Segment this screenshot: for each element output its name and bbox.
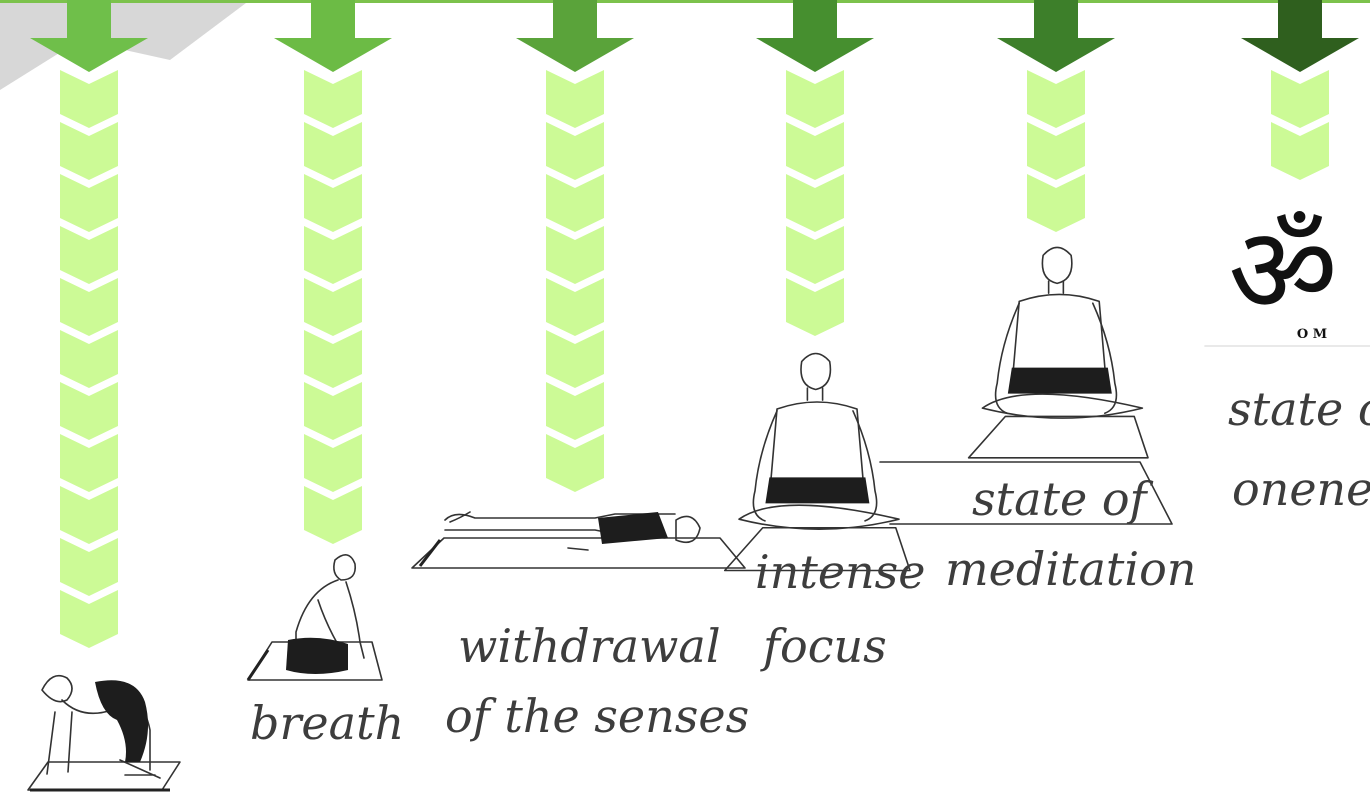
chevron-segment	[786, 174, 844, 232]
label-focus: focus	[763, 617, 887, 675]
arrow-column-6	[1241, 0, 1359, 180]
arrow-head	[997, 0, 1115, 72]
chevron-segment	[546, 70, 604, 128]
arrow-column-5	[997, 0, 1115, 232]
chevron-segment	[304, 486, 362, 544]
chevron-segment	[546, 330, 604, 388]
chevron-segment	[60, 330, 118, 388]
chevron-segment	[60, 538, 118, 596]
top-bar	[0, 0, 1370, 3]
arrow-head	[756, 0, 874, 72]
chevron-segment	[546, 278, 604, 336]
chevron-segment	[546, 226, 604, 284]
label-state-of-oneness: state of	[1228, 380, 1370, 438]
arrow-column-2	[274, 0, 392, 544]
arrow-head	[516, 0, 634, 72]
chevron-segment	[786, 278, 844, 336]
chevron-segment	[1271, 70, 1329, 128]
chevron-segment	[1271, 122, 1329, 180]
arrow-head	[274, 0, 392, 72]
svg-text:ॐ: ॐ	[1228, 202, 1337, 341]
label-meditation: meditation	[945, 540, 1196, 598]
seated-meditation-figure	[969, 247, 1148, 457]
chevron-segment	[60, 382, 118, 440]
lying-down-figure	[412, 512, 745, 568]
chevron-segment	[546, 174, 604, 232]
chevron-segment	[304, 330, 362, 388]
arrow-column-3	[516, 0, 634, 492]
arrow-column-4	[756, 0, 874, 336]
kneeling-breath-figure	[248, 555, 382, 680]
chevron-segment	[304, 278, 362, 336]
chevron-segment	[304, 174, 362, 232]
chevron-segment	[786, 122, 844, 180]
chevron-segment	[304, 382, 362, 440]
chevron-segment	[60, 174, 118, 232]
arrow-head	[1241, 0, 1359, 72]
label-withdrawal: withdrawal	[458, 617, 721, 675]
chevron-segment	[60, 486, 118, 544]
camel-pose-figure	[28, 676, 180, 790]
chevron-segment	[304, 70, 362, 128]
label-intense: intense	[755, 543, 926, 601]
chevron-segment	[304, 434, 362, 492]
chevron-segment	[304, 122, 362, 180]
chevron-segment	[546, 122, 604, 180]
svg-text:O M: O M	[1297, 327, 1327, 342]
om-symbol: ॐO M	[1205, 202, 1370, 346]
chevron-segment	[60, 278, 118, 336]
label-oneness: oneness	[1232, 460, 1370, 518]
arrow-column-1	[30, 0, 148, 648]
chevron-segment	[60, 70, 118, 128]
chevron-segment	[546, 382, 604, 440]
chevron-segment	[786, 226, 844, 284]
chevron-segment	[1027, 122, 1085, 180]
chevron-segment	[304, 226, 362, 284]
chevron-segment	[60, 434, 118, 492]
chevron-segment	[60, 122, 118, 180]
label-breath: breath	[250, 694, 404, 752]
chevron-segment	[546, 434, 604, 492]
chevron-segment	[1027, 70, 1085, 128]
chevron-segment	[60, 590, 118, 648]
chevron-segment	[786, 70, 844, 128]
label-state-of-meditation: state of	[972, 470, 1147, 528]
chevron-segment	[60, 226, 118, 284]
label-withdrawal-2: of the senses	[445, 687, 749, 745]
chevron-segment	[1027, 174, 1085, 232]
